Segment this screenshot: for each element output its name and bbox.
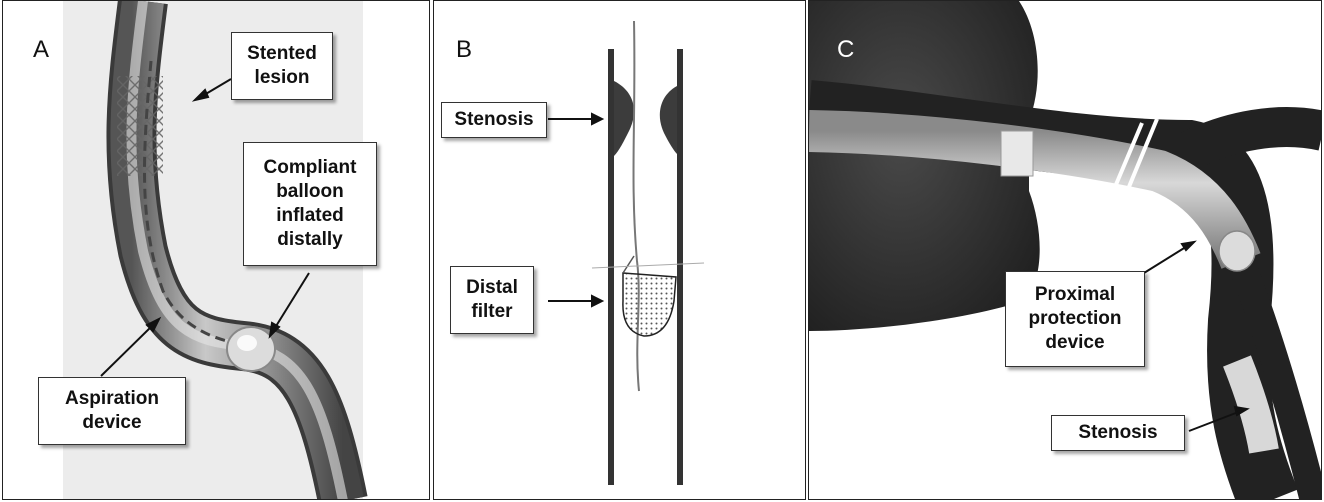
stenosis-label-b: Stenosis [441, 102, 547, 138]
aspiration-device-label: Aspiration device [38, 377, 186, 445]
panel-b-letter: B [456, 36, 472, 64]
panel-c-letter: C [837, 36, 854, 64]
compliant-balloon-label: Compliant balloon inflated distally [243, 142, 377, 266]
stenosis-plaque-left [614, 81, 634, 156]
stenosis-label-c: Stenosis [1051, 415, 1185, 451]
panel-b-illustration [434, 1, 806, 500]
stent-mesh [117, 76, 163, 176]
vessel-wall-right [677, 49, 683, 485]
stenosis-plaque-right [660, 86, 677, 154]
proximal-arrow [1144, 245, 1189, 273]
panel-c: C Proximal protection device Stenosis [808, 0, 1322, 500]
panel-a-letter: A [33, 36, 49, 64]
distal-filter-basket [623, 273, 676, 336]
panel-b: B Stenosis Distal filter [433, 0, 806, 500]
distal-filter-label: Distal filter [450, 266, 534, 334]
proximal-protection-label: Proximal protection device [1005, 271, 1145, 367]
panel-a: A Stented lesion Compliant balloon infla… [2, 0, 430, 500]
stented-lesion-label: Stented lesion [231, 32, 333, 100]
proximal-protection-balloon [1001, 131, 1033, 176]
guidewire [633, 21, 639, 391]
